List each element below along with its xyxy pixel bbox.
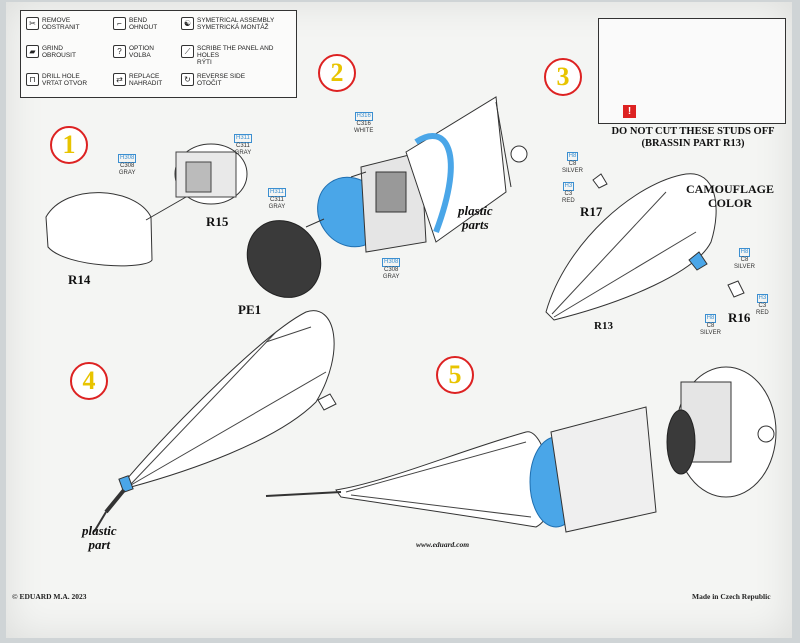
made-in-text: Made in Czech Republic: [692, 592, 771, 601]
label-r14: R14: [68, 272, 91, 287]
label-camouflage-color: CAMOUFLAGE COLOR: [686, 182, 774, 210]
label-r13: R13: [594, 320, 613, 332]
replace-icon: ⇄: [113, 73, 126, 86]
warning-icon: !: [623, 105, 636, 118]
step2-assembly: [360, 96, 528, 253]
step-3-badge: 3: [544, 58, 582, 96]
label-r17: R17: [580, 204, 603, 219]
step4-cone: [93, 310, 337, 533]
r15-part: [174, 143, 248, 205]
r13-cone: [545, 173, 745, 321]
r14-cover: [45, 192, 153, 267]
scribe-icon: ⟋: [181, 45, 194, 58]
label-plastic-parts: plastic parts: [458, 203, 493, 232]
website-text: www.eduard.com: [416, 540, 470, 549]
step-4-badge: 4: [70, 362, 108, 400]
step-1-badge: 1: [50, 126, 88, 164]
label-r15: R15: [206, 214, 229, 229]
step-2-badge: 2: [318, 54, 356, 92]
warning-text: DO NOT CUT THESE STUDS OFF (BRASSIN PART…: [611, 126, 775, 149]
remove-icon: ✂: [26, 17, 39, 30]
step5-assembly: [265, 366, 777, 533]
step-5-badge: 5: [436, 356, 474, 394]
grind-icon: ▰: [26, 45, 39, 58]
pe1-mesh: [246, 220, 322, 298]
reverse-icon: ↻: [181, 73, 194, 86]
bend-icon: ⌐: [113, 17, 126, 30]
question-icon: ?: [113, 45, 126, 58]
warning-detail-box: !: [598, 18, 786, 124]
label-pe1: PE1: [238, 302, 262, 317]
label-r16: R16: [728, 310, 751, 325]
label-plastic-part: plastic part: [82, 523, 117, 552]
copyright-text: © EDUARD M.A. 2023: [12, 592, 87, 601]
drill-icon: ⊓: [26, 73, 39, 86]
yin-yang-icon: ☯: [181, 17, 194, 30]
